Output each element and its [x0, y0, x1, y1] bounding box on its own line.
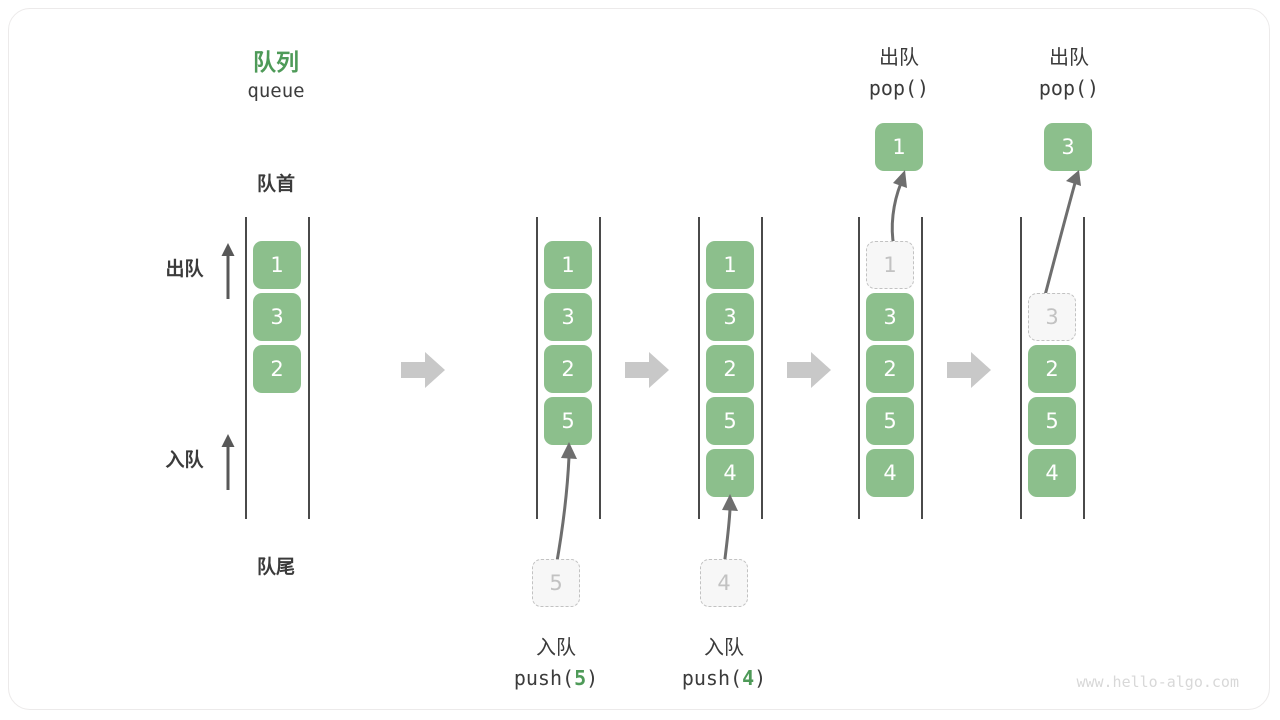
push-4-call-suffix: ) [754, 666, 767, 690]
rail-left-col-2 [536, 217, 538, 519]
queue-cell: 5 [866, 397, 914, 445]
step-arrow-icon [787, 352, 831, 388]
tail-label: 队尾 [256, 556, 295, 578]
pop-1-call-label: pop() [868, 76, 930, 100]
pop-1-popped-cell: 1 [875, 123, 923, 171]
push-5-call-suffix: ) [586, 666, 599, 690]
queue-cell: 4 [1028, 449, 1076, 497]
rail-left-col-5 [1020, 217, 1022, 519]
push-5-call-label: push(5) [481, 666, 631, 690]
push-5-call-prefix: push( [513, 666, 575, 690]
head-label: 队首 [256, 173, 295, 195]
enqueue-direction-label: 入队 [165, 449, 204, 471]
queue-cell: 3 [706, 293, 754, 341]
push-5-ghost-cell: 5 [532, 559, 580, 607]
queue-cell: 2 [866, 345, 914, 393]
step-arrow-icon [401, 352, 445, 388]
rail-left-col-3 [698, 217, 700, 519]
queue-cell: 2 [1028, 345, 1076, 393]
queue-cell: 2 [253, 345, 301, 393]
push-5-motion-arrow-icon [554, 442, 577, 568]
push-4-motion-arrow-icon [722, 494, 738, 568]
step-arrow-icon [625, 352, 669, 388]
pop-3-label-cn: 出队 [1049, 45, 1089, 69]
rail-left-col-1 [245, 217, 247, 519]
push-4-label-cn: 入队 [704, 635, 744, 659]
queue-cell: 3 [866, 293, 914, 341]
push-4-call-label: push(4) [649, 666, 799, 690]
queue-cell: 2 [544, 345, 592, 393]
dequeue-direction-arrow-icon [221, 243, 235, 299]
enqueue-direction-arrow-icon [221, 434, 235, 490]
queue-cell-ghost: 1 [866, 241, 914, 289]
push-5-label-cn: 入队 [536, 635, 576, 659]
diagram-card: 队列 queue 队首 队尾 出队 入队 1 3 2 1 3 2 5 5 入队 … [8, 8, 1270, 710]
pop-3-motion-arrow-icon [1041, 170, 1081, 304]
diagram-title-en: queue [247, 80, 305, 102]
rail-right-col-1 [308, 217, 310, 519]
watermark: www.hello-algo.com [1076, 673, 1239, 691]
push-5-call-value: 5 [574, 666, 587, 690]
push-4-ghost-cell: 4 [700, 559, 748, 607]
queue-cell: 4 [866, 449, 914, 497]
rail-left-col-4 [858, 217, 860, 519]
queue-cell: 1 [706, 241, 754, 289]
diagram-title-cn: 队列 [253, 50, 299, 76]
step-arrow-icon [947, 352, 991, 388]
pop-1-motion-arrow-icon [890, 170, 907, 248]
queue-cell: 1 [544, 241, 592, 289]
queue-cell: 2 [706, 345, 754, 393]
push-4-call-prefix: push( [681, 666, 743, 690]
queue-cell: 4 [706, 449, 754, 497]
queue-cell: 5 [544, 397, 592, 445]
dequeue-direction-label: 出队 [165, 258, 204, 280]
queue-cell-ghost: 3 [1028, 293, 1076, 341]
queue-cell: 5 [1028, 397, 1076, 445]
rail-right-col-3 [761, 217, 763, 519]
pop-1-label-cn: 出队 [879, 45, 919, 69]
queue-cell: 1 [253, 241, 301, 289]
pop-3-popped-cell: 3 [1044, 123, 1092, 171]
rail-right-col-2 [599, 217, 601, 519]
queue-cell: 3 [544, 293, 592, 341]
queue-cell: 3 [253, 293, 301, 341]
queue-cell: 5 [706, 397, 754, 445]
rail-right-col-5 [1083, 217, 1085, 519]
rail-right-col-4 [921, 217, 923, 519]
push-4-call-value: 4 [742, 666, 755, 690]
pop-3-call-label: pop() [1038, 76, 1100, 100]
